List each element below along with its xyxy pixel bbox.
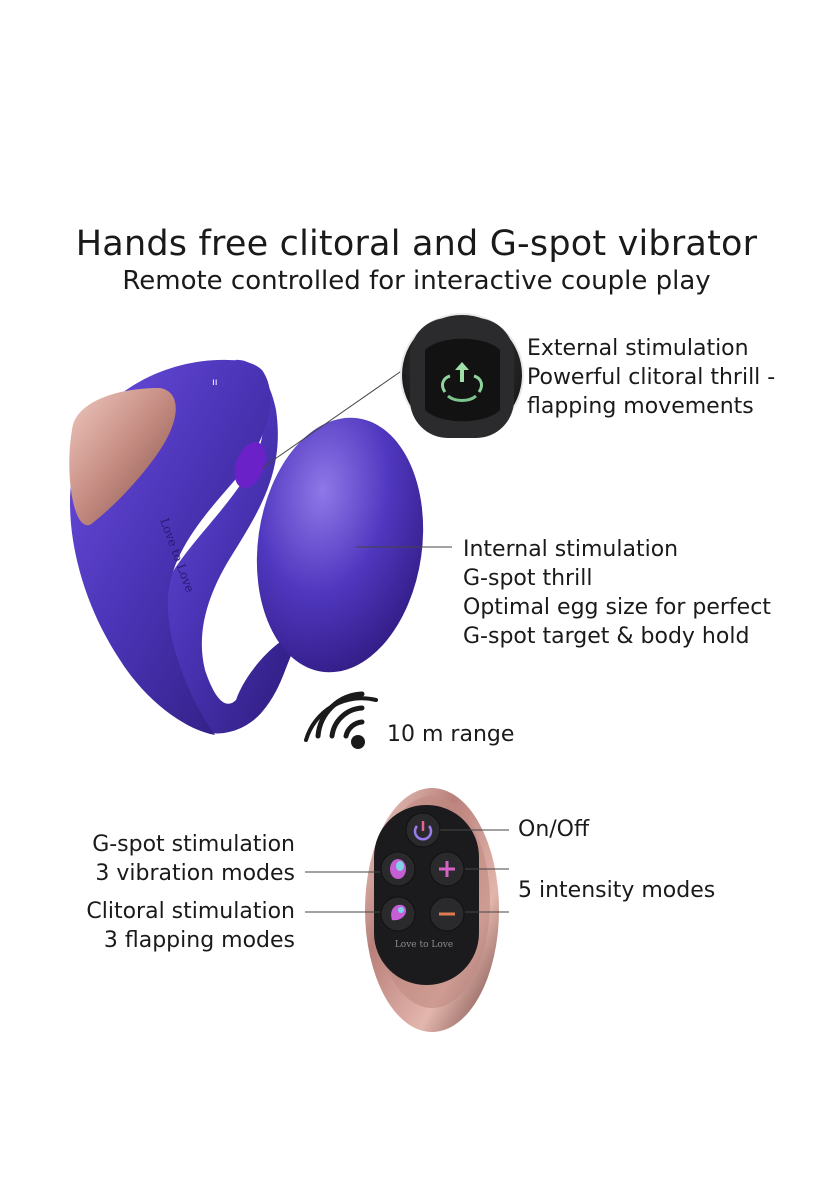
page-title: Hands free clitoral and G-spot vibrator bbox=[75, 224, 758, 264]
power-icon bbox=[413, 825, 433, 841]
wireless-signal-icon bbox=[304, 691, 378, 749]
device-button-marks: ıı bbox=[212, 377, 218, 388]
flapping-arrows-icon bbox=[441, 362, 483, 402]
device-rose-gold-panel bbox=[69, 388, 176, 526]
remote-panel bbox=[374, 805, 479, 985]
external-detail-circle bbox=[400, 313, 524, 438]
callout-line: Powerful clitoral thrill - bbox=[527, 365, 776, 390]
callout-line: External stimulation bbox=[527, 336, 749, 361]
intensity-label: 5 intensity modes bbox=[518, 878, 716, 903]
page-subtitle: Remote controlled for interactive couple… bbox=[122, 266, 711, 296]
range-label: 10 m range bbox=[387, 722, 515, 747]
external-leader-line bbox=[261, 364, 411, 469]
callout-line: 3 vibration modes bbox=[95, 861, 295, 886]
device-internal-egg bbox=[256, 417, 424, 673]
device-flapping-tip bbox=[234, 441, 266, 489]
external-stimulation-callout: External stimulation Powerful clitoral t… bbox=[527, 334, 775, 421]
callout-line: G-spot target & body hold bbox=[463, 624, 750, 649]
gspot-callout: G-spot stimulation 3 vibration modes bbox=[92, 830, 295, 888]
intensity-down-button[interactable] bbox=[429, 896, 465, 932]
power-button[interactable] bbox=[405, 812, 441, 848]
internal-stimulation-callout: Internal stimulation G-spot thrill Optim… bbox=[463, 535, 771, 651]
gspot-mode-button[interactable] bbox=[380, 851, 416, 887]
power-label: On/Off bbox=[518, 817, 590, 842]
callout-line: Internal stimulation bbox=[463, 537, 679, 562]
vibrator-device: Love to Love ıı bbox=[69, 359, 424, 735]
callout-line: G-spot stimulation bbox=[92, 832, 295, 857]
callout-line: Optimal egg size for perfect bbox=[463, 595, 771, 620]
intensity-up-button[interactable] bbox=[429, 851, 465, 887]
remote-brand-label: Love to Love bbox=[395, 940, 453, 950]
clitoral-callout: Clitoral stimulation 3 flapping modes bbox=[86, 897, 295, 955]
callout-line: G-spot thrill bbox=[463, 566, 593, 591]
remote-control: Love to Love bbox=[365, 788, 499, 1032]
callout-line: Clitoral stimulation bbox=[86, 899, 295, 924]
callout-line: flapping movements bbox=[527, 394, 754, 419]
callout-line: 3 flapping modes bbox=[103, 928, 295, 953]
clitoral-mode-button[interactable] bbox=[380, 896, 416, 932]
